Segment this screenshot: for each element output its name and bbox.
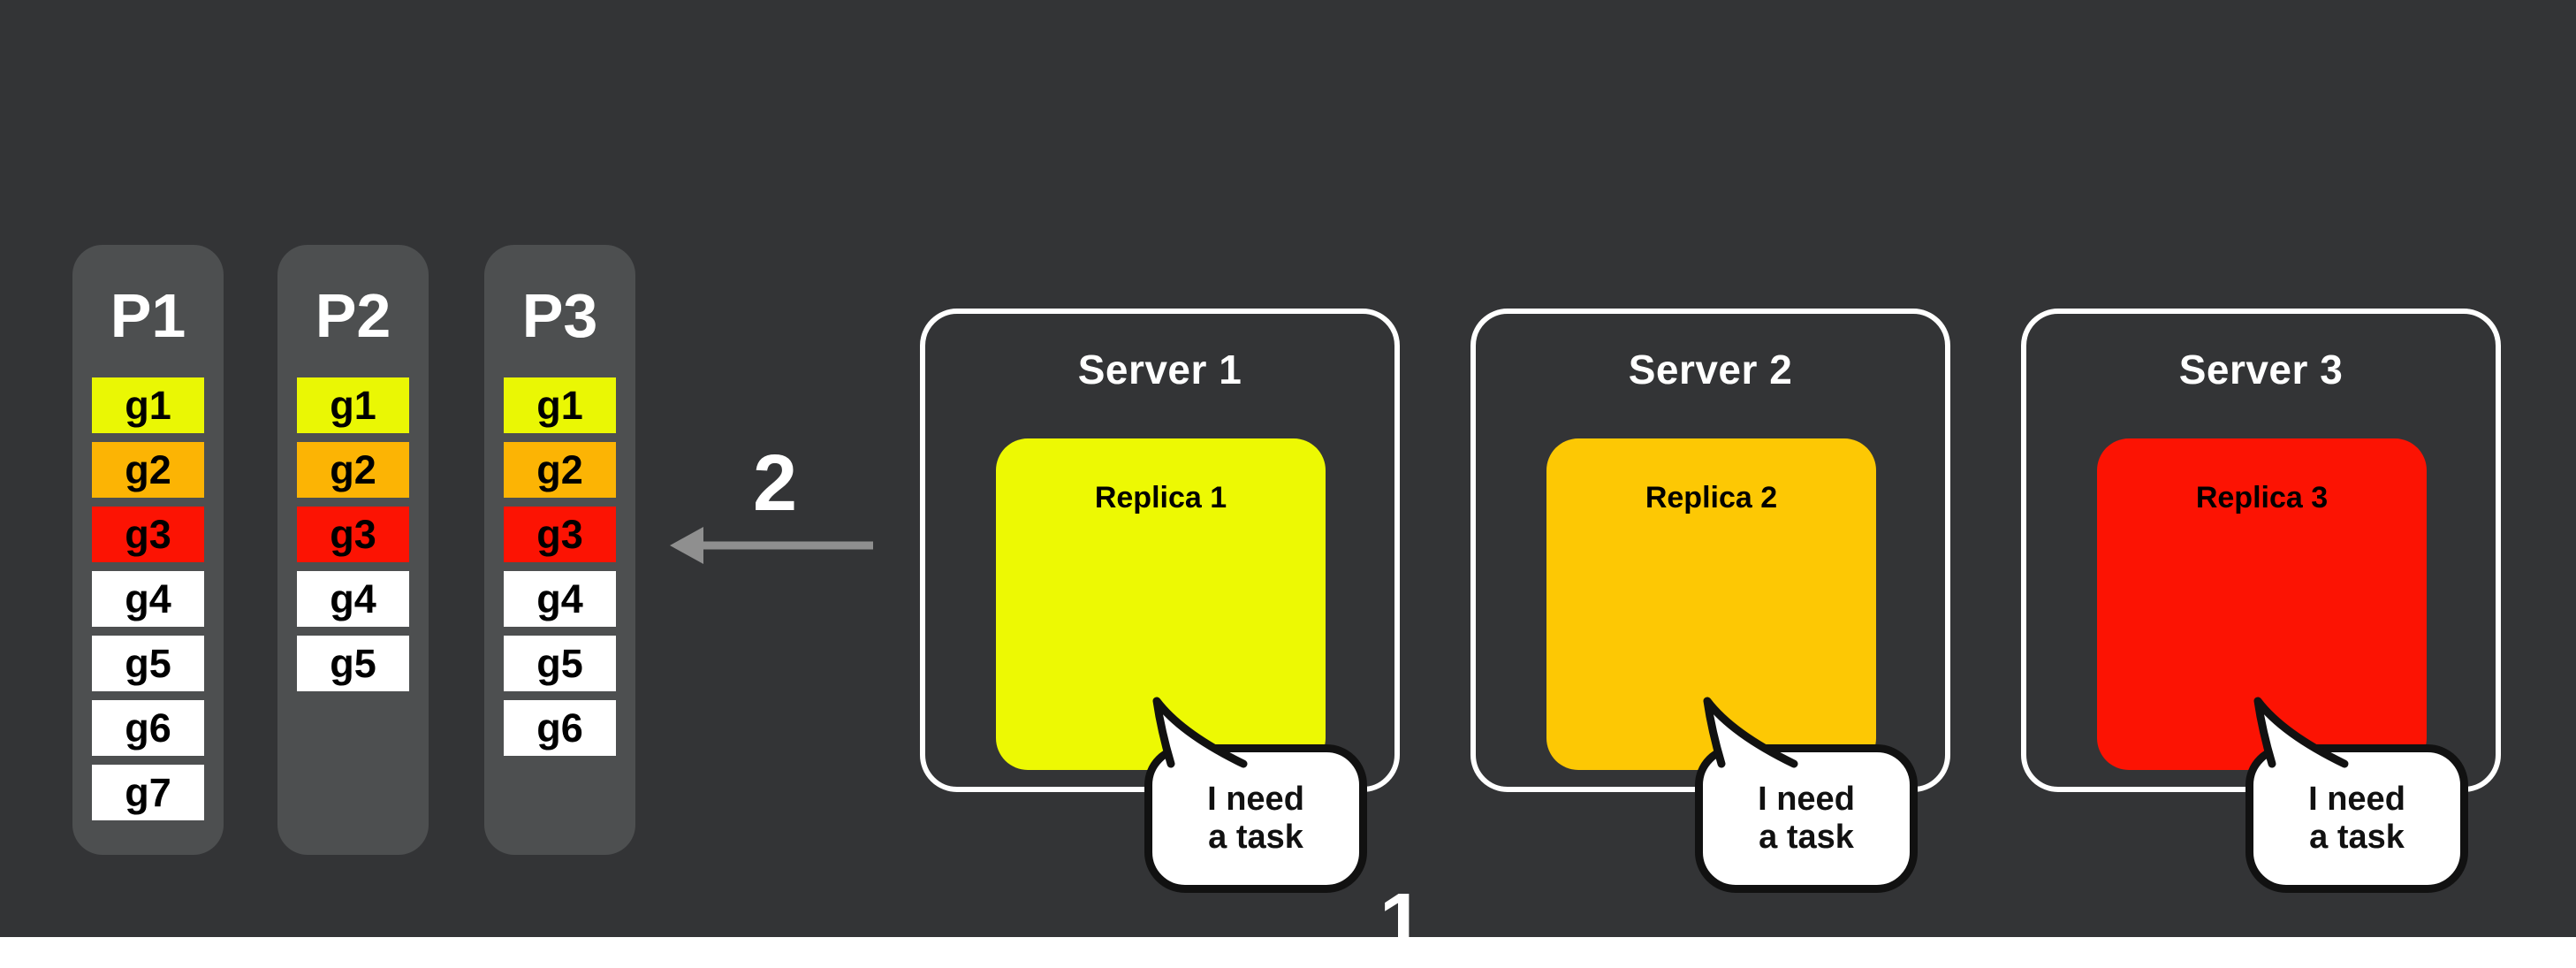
partition-column-p1: P1 g1 g2 g3 g4 g5 g6 g7 xyxy=(72,245,224,855)
bubble-line: a task xyxy=(1759,819,1854,856)
task-cell: g6 xyxy=(504,700,616,756)
partition-column-p3: P3 g1 g2 g3 g4 g5 g6 xyxy=(484,245,635,855)
speech-bubble-text: I need a task xyxy=(2245,744,2468,893)
partition-title: P2 xyxy=(315,281,391,350)
replica-box-3: Replica 3 xyxy=(2097,438,2427,770)
bubble-line: I need xyxy=(2308,781,2405,819)
task-cell: g5 xyxy=(504,636,616,691)
partition-column-p2: P2 g1 g2 g3 g4 g5 xyxy=(277,245,429,855)
speech-bubble-tail-icon xyxy=(2253,697,2349,768)
speech-bubble-text: I need a task xyxy=(1695,744,1918,893)
server-title: Server 2 xyxy=(1628,347,1793,393)
speech-bubble-text: I need a task xyxy=(1144,744,1367,893)
bubble-line: I need xyxy=(1758,781,1855,819)
task-cell: g4 xyxy=(297,571,409,627)
server-title: Server 3 xyxy=(2178,347,2344,393)
server-box-3: Server 3 Replica 3 xyxy=(2021,309,2501,792)
replica-label: Replica 3 xyxy=(2195,481,2329,514)
server-box-1: Server 1 Replica 1 xyxy=(920,309,1400,792)
diagram-canvas: P1 g1 g2 g3 g4 g5 g6 g7 P2 g1 g2 g3 g4 g… xyxy=(0,0,2576,937)
task-cell: g3 xyxy=(297,507,409,562)
task-cell: g3 xyxy=(504,507,616,562)
task-cell: g2 xyxy=(92,442,204,498)
task-cell: g1 xyxy=(297,377,409,433)
speech-bubble-1: I need a task xyxy=(1144,697,1367,893)
task-cell: g3 xyxy=(92,507,204,562)
replica-label: Replica 2 xyxy=(1645,481,1778,514)
partition-title: P1 xyxy=(110,281,186,350)
task-cell: g2 xyxy=(297,442,409,498)
replica-label: Replica 1 xyxy=(1094,481,1227,514)
replica-box-1: Replica 1 xyxy=(996,438,1326,770)
task-cell: g4 xyxy=(504,571,616,627)
task-cell: g1 xyxy=(92,377,204,433)
task-cell: g7 xyxy=(92,765,204,820)
task-cell: g2 xyxy=(504,442,616,498)
task-cell: g5 xyxy=(297,636,409,691)
bubble-line: a task xyxy=(1208,819,1303,856)
speech-bubble-2: I need a task xyxy=(1695,697,1918,893)
bubble-line: a task xyxy=(2309,819,2405,856)
bubble-line: I need xyxy=(1207,781,1304,819)
speech-bubble-3: I need a task xyxy=(2245,697,2468,893)
task-cell: g6 xyxy=(92,700,204,756)
server-title: Server 1 xyxy=(1077,347,1242,393)
task-cell: g1 xyxy=(504,377,616,433)
partition-title: P3 xyxy=(521,281,598,350)
task-cell: g4 xyxy=(92,571,204,627)
step-2-label: 2 xyxy=(752,439,798,528)
task-cell: g5 xyxy=(92,636,204,691)
speech-bubble-tail-icon xyxy=(1152,697,1248,768)
arrow-left-icon xyxy=(670,527,873,564)
step-1-label: 1 xyxy=(1379,878,1425,966)
speech-bubble-tail-icon xyxy=(1703,697,1798,768)
